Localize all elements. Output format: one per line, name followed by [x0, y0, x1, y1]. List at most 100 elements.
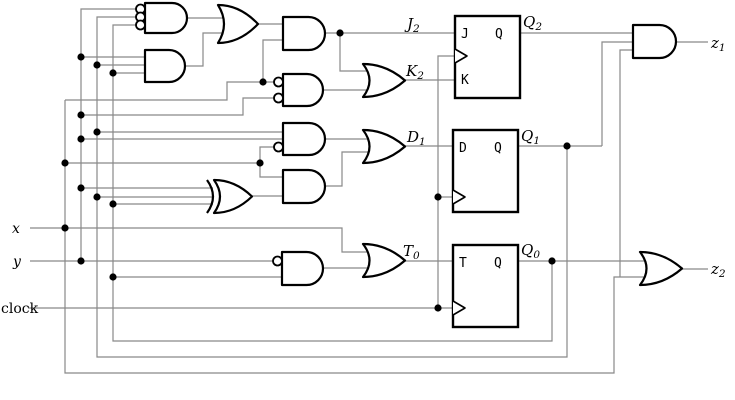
wire-q1-column: [96, 16, 568, 358]
label-q1-sub: 1: [533, 135, 540, 147]
junction-dot: [93, 128, 101, 136]
label-k2-sub: 2: [416, 70, 424, 82]
d-ff-d-label: D: [459, 141, 467, 156]
or-gate-k2: [361, 62, 407, 99]
junction-dot: [77, 135, 85, 143]
wire-x-to-nand2: [65, 81, 274, 101]
and-gate-inverted-inputs: [143, 1, 189, 35]
label-d1: D1: [406, 128, 426, 148]
label-q2-base: Q: [523, 13, 535, 31]
bubble-icon: [273, 92, 284, 104]
wire-q0-column: [112, 24, 553, 342]
junction-dot: [61, 159, 69, 167]
and-gate-t0: [280, 250, 325, 287]
label-k2: K2: [405, 62, 424, 82]
xor-gate-back-arc: [206, 179, 215, 214]
junction-dot: [336, 29, 344, 37]
junction-dot: [77, 257, 85, 265]
bubble-icon: [272, 255, 283, 267]
label-t0-base: T: [403, 242, 414, 260]
t-ff-q-label: Q: [494, 256, 502, 271]
label-q0-sub: 0: [533, 249, 540, 261]
wire-clock-riser: [437, 55, 455, 308]
junction-dot: [109, 200, 117, 208]
label-t0-sub: 0: [413, 250, 420, 262]
wire-gateB-to-or3: [325, 151, 373, 187]
or-gate-t0: [361, 242, 407, 279]
wire-x-to-and3: [262, 39, 283, 82]
d-ff-q-label: Q: [494, 141, 502, 156]
or-gate-z2: [638, 250, 684, 287]
and-gate-d1-b: [281, 168, 327, 205]
junction-dot: [77, 111, 85, 119]
wire-q1-to-z1and: [601, 41, 640, 146]
label-q1: Q1: [521, 127, 540, 147]
label-q1-base: Q: [521, 127, 533, 145]
junction-dot: [109, 69, 117, 77]
clock-triangle-icon: [452, 189, 466, 205]
flipflop-boxes: [451, 14, 522, 329]
junction-dot: [434, 193, 442, 201]
t-ff-t-label: T: [459, 256, 467, 271]
and-gate-xnyn: [281, 72, 325, 108]
junction-dot: [109, 273, 117, 281]
jk-ff-k-label: K: [461, 73, 469, 88]
inverter-bubbles: [135, 3, 284, 267]
wire-j2-branch-to-or2: [339, 33, 373, 72]
and-gate-j2: [281, 15, 327, 52]
junction-dot: [61, 224, 69, 232]
label-t0: T0: [403, 242, 420, 262]
t-flipflop-box: [451, 243, 520, 329]
jk-ff-j-label: J: [461, 27, 469, 42]
jk-ff-q-label: Q: [495, 27, 503, 42]
junction-dot: [93, 61, 101, 69]
d-flipflop-box: [451, 128, 520, 214]
label-z1-base: z: [710, 34, 719, 52]
junction-dots: [61, 29, 571, 312]
or-gate-1: [216, 3, 260, 45]
label-input-clock: clock: [1, 301, 39, 317]
label-j2-sub: 2: [412, 23, 420, 35]
bubble-icon: [273, 76, 284, 88]
label-z1-sub: 1: [719, 42, 726, 54]
labels: x y clock J2 K2 D1 T0 Q2 Q1 Q0 z1 z2 J Q…: [1, 13, 726, 317]
label-input-y: y: [12, 254, 22, 270]
wire-and2-to-or1: [185, 32, 228, 67]
junction-dot: [259, 78, 267, 86]
wire-x-column: [64, 100, 648, 374]
junction-dot: [434, 304, 442, 312]
clock-triangle-icon: [452, 300, 466, 316]
label-d1-base: D: [406, 128, 419, 146]
wire-y-column: [80, 8, 136, 261]
junction-dot: [548, 257, 556, 265]
junction-dot: [77, 184, 85, 192]
label-j2: J2: [404, 15, 420, 35]
wire-x-input: [30, 227, 373, 253]
label-q0-base: Q: [521, 241, 533, 259]
wire-x-to-gateA-bubble: [259, 146, 274, 163]
and-gate-d1-a: [281, 121, 327, 157]
junction-dot: [77, 53, 85, 61]
bubble-icon: [135, 19, 146, 31]
wires: [28, 8, 708, 374]
bubble-icon: [273, 141, 284, 153]
label-q2: Q2: [523, 13, 542, 33]
label-z2-base: z: [710, 260, 719, 278]
wire-y-to-nand2: [81, 97, 274, 116]
label-z1: z1: [710, 34, 726, 54]
junction-dot: [256, 159, 264, 167]
label-input-x: x: [12, 221, 20, 237]
label-z2: z2: [710, 260, 726, 280]
or-gate-d1: [361, 128, 407, 165]
label-q0: Q0: [521, 241, 540, 261]
and-gate-z1: [631, 23, 678, 60]
clock-triangle-icon: [454, 48, 468, 64]
label-q2-sub: 2: [534, 21, 542, 33]
wire-x-up-to-z1and: [619, 49, 640, 277]
label-j2-base: J: [404, 15, 414, 33]
wire-x-to-gateB: [259, 163, 283, 178]
gates: [143, 1, 684, 287]
junction-dot: [563, 142, 571, 150]
